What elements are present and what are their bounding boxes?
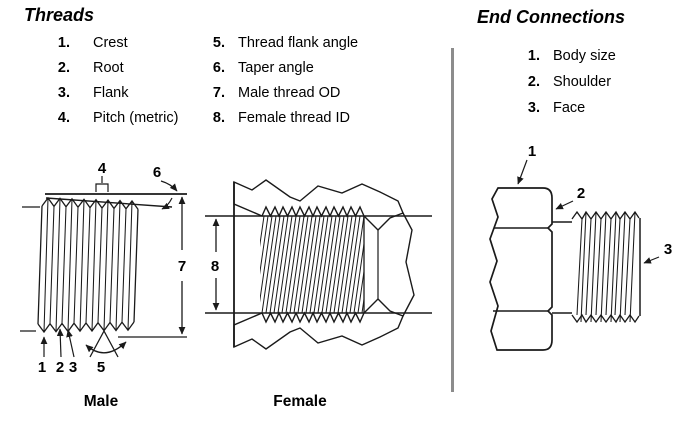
list-item-label: Male thread OD (238, 85, 341, 101)
list-item-label: Face (553, 100, 586, 116)
flank-angle-arc (85, 341, 127, 354)
flank-arrow (66, 329, 75, 358)
female-body-bottom-section (233, 298, 404, 350)
taper-angle-arc-upper (160, 180, 178, 192)
male-thread-sides (37, 205, 139, 325)
female-body-top-section (233, 179, 404, 231)
end-connection-diagram: 1 2 3 (489, 143, 672, 351)
section-divider (451, 48, 454, 392)
taper-angle-arc-lower (161, 197, 173, 210)
list-item-label: Shoulder (553, 74, 612, 90)
callout-flank-angle: 5 (97, 359, 105, 376)
list-item-number: 2. (527, 74, 540, 90)
list-item-number: 6. (212, 60, 225, 76)
threads-title: Threads (24, 5, 95, 25)
list-item-number: 3. (527, 100, 540, 116)
list-item-label: Thread flank angle (238, 35, 359, 51)
list-item-label: Taper angle (238, 60, 314, 76)
list-item-number: 1. (527, 48, 540, 64)
male-thread-crests-bottom (37, 321, 135, 334)
list-item-label: Body size (553, 48, 616, 64)
male-caption: Male (83, 393, 119, 410)
callout-male-od: 7 (178, 258, 186, 275)
callout-female-id: 8 (211, 258, 219, 275)
callout-shoulder: 2 (577, 185, 585, 202)
female-thread-diagram: 8 (205, 179, 432, 350)
root-arrow (56, 328, 64, 358)
list-item-number: 7. (212, 85, 225, 101)
callout-body-size: 1 (528, 143, 536, 160)
list-item-label: Root (93, 60, 124, 76)
list-item-label: Flank (93, 85, 129, 101)
list-item-label: Crest (93, 35, 128, 51)
shoulder-neck-lines (552, 221, 572, 314)
fitting-body-outline (489, 187, 553, 351)
bore-lines (205, 215, 432, 314)
list-item-number: 1. (57, 35, 70, 51)
male-thread-crest-lines (43, 197, 133, 333)
list-item-number: 4. (57, 110, 70, 126)
callout-taper-angle: 6 (153, 164, 161, 181)
list-item-label: Pitch (metric) (93, 110, 179, 126)
hex-corner-lines (493, 227, 548, 312)
callout-flank: 3 (69, 359, 77, 376)
list-item-label: Female thread ID (238, 110, 351, 126)
callout-face: 3 (664, 241, 672, 258)
pitch-bracket (95, 176, 109, 192)
face-arrow (643, 256, 660, 264)
male-thread-diagram: 7 4 6 1 2 3 5 (20, 160, 187, 376)
body-break-edge (402, 212, 415, 317)
list-item-number: 2. (57, 60, 70, 76)
fitting-thread-crests-bottom (571, 313, 640, 324)
callout-crest: 1 (38, 359, 46, 376)
callout-pitch: 4 (98, 160, 107, 177)
female-caption: Female (273, 393, 327, 410)
list-item-number: 5. (212, 35, 225, 51)
female-thread-lines (260, 216, 364, 313)
extension-lines (20, 206, 40, 332)
list-item-number: 3. (57, 85, 70, 101)
fitting-thread-lines (576, 211, 636, 323)
body-size-arrow (517, 159, 528, 185)
end-connections-title: End Connections (477, 7, 625, 27)
list-item-number: 8. (212, 110, 225, 126)
shoulder-arrow (555, 200, 574, 210)
male-thread-root-lines (49, 206, 127, 324)
callout-root: 2 (56, 359, 64, 376)
